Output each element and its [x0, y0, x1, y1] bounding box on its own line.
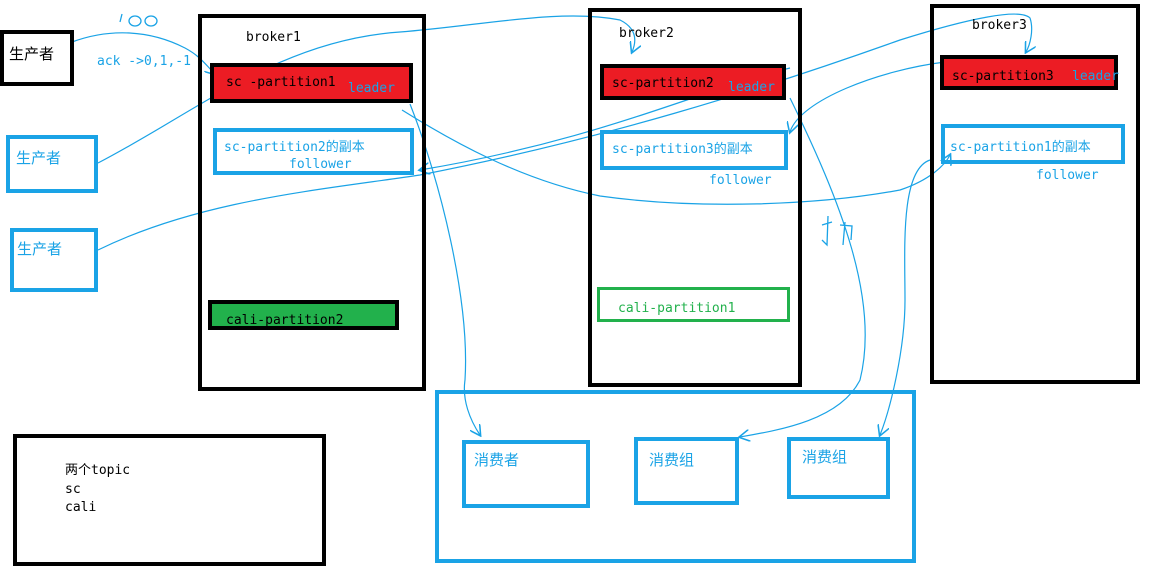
broker1-leader-tag: leader — [348, 81, 395, 96]
consumer-label: 消费者 — [474, 451, 520, 469]
broker2-cali-label: cali-partition1 — [618, 301, 736, 316]
consumer-group-label-1: 消费组 — [649, 451, 695, 469]
broker3-leader-label: sc-partition3 — [952, 69, 1054, 84]
broker3-leader-partition — [940, 55, 1118, 90]
arrow-partition1-to-consumer — [409, 103, 480, 435]
arrow-partition1-to-replica — [401, 109, 950, 205]
broker3-replica-box — [941, 124, 1125, 164]
broker1-replica-tag: follower — [289, 157, 352, 172]
broker1-leader-label: sc -partition1 — [226, 75, 336, 90]
broker2-cali-partition — [597, 287, 790, 322]
broker1-box — [198, 14, 426, 391]
ack-scribble — [119, 13, 158, 27]
broker1-cali-label: cali-partition2 — [226, 313, 344, 328]
producer-label-3: 生产者 — [17, 240, 63, 258]
broker2-title: broker2 — [619, 26, 674, 41]
broker2-leader-partition — [600, 64, 786, 100]
broker2-box — [588, 8, 802, 387]
broker3-replica-label: sc-partition1的副本 — [950, 140, 1091, 155]
arrow-partition2-to-group — [740, 97, 866, 437]
broker2-replica-box — [600, 130, 788, 170]
arrow-producer2-to-partition2 — [97, 15, 635, 164]
consumer-box — [462, 440, 590, 508]
consumer-group-label-2: 消费组 — [802, 448, 848, 466]
broker3-leader-tag: leader — [1072, 69, 1119, 84]
arrow-partition3-to-replica — [790, 61, 946, 132]
broker3-box — [930, 4, 1140, 384]
broker1-cali-partition — [208, 300, 399, 330]
consumer-group-box-2 — [787, 437, 890, 499]
broker2-leader-label: sc-partition2 — [612, 76, 714, 91]
consumer-group-box-1 — [634, 437, 739, 505]
broker3-title: broker3 — [972, 18, 1027, 33]
broker2-replica-tag: follower — [709, 173, 772, 188]
topic-note-line3: cali — [65, 500, 97, 515]
topic-note-line1: 两个topic — [65, 463, 131, 478]
ack-note: ack ->0,1,-1 — [97, 54, 191, 69]
arrow-replica3-to-group — [880, 159, 931, 435]
broker3-replica-tag: follower — [1036, 168, 1099, 183]
producer-box-1 — [0, 30, 74, 86]
arrow-producer3-to-partition3 — [97, 13, 1032, 251]
broker1-leader-partition — [210, 63, 413, 103]
topic-note-line2: sc — [65, 482, 81, 497]
topic-note-box — [13, 434, 326, 566]
broker1-replica-box — [213, 128, 414, 175]
producer-label-1: 生产者 — [9, 45, 55, 63]
broker1-title: broker1 — [246, 30, 301, 45]
broker2-replica-label: sc-partition3的副本 — [612, 142, 753, 157]
consumer-area — [435, 390, 916, 563]
pull-scribble — [821, 215, 853, 247]
producer-label-2: 生产者 — [16, 149, 62, 167]
producer-box-3 — [10, 228, 98, 292]
arrow-producer1-to-partition1 — [71, 32, 215, 74]
broker1-replica-label: sc-partition2的副本 — [224, 140, 365, 155]
broker2-leader-tag: leader — [728, 80, 775, 95]
producer-box-2 — [6, 135, 98, 193]
